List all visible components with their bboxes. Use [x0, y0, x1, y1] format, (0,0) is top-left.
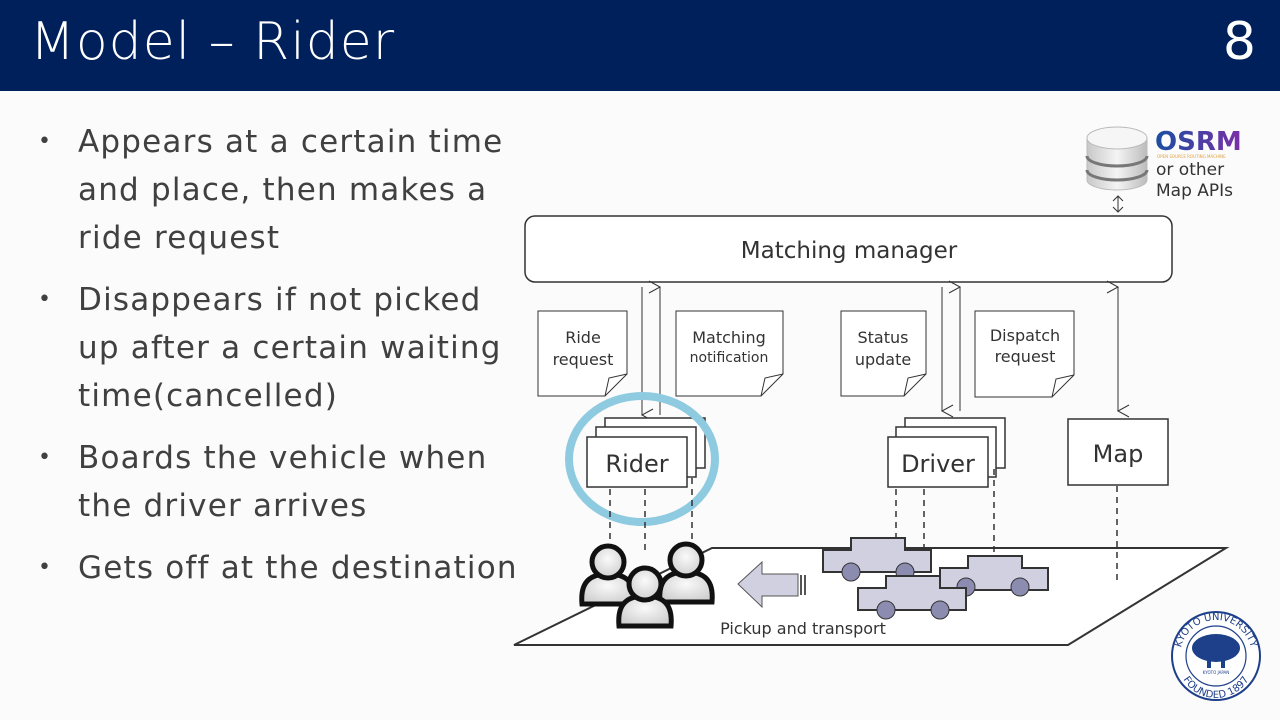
matching-notification-document: Matching notification	[675, 310, 784, 397]
rider-label: Rider	[605, 450, 668, 478]
doc-label: notification	[690, 350, 769, 366]
database-icon	[1085, 126, 1149, 191]
kyoto-university-seal: KYOTO UNIVERSITY FOUNDED 1897 KYOTO JAPA…	[1171, 611, 1261, 701]
doc-label: Ride	[565, 328, 601, 347]
slide-header: Model – Rider 8	[0, 0, 1280, 91]
double-arrow-icon	[1112, 195, 1124, 213]
map-api-line1: or other	[1156, 160, 1224, 180]
rider-highlight-ring	[565, 392, 719, 526]
osrm-subtitle: OPEN SOURCE ROUTING MACHINE	[1157, 154, 1226, 159]
bullet-item: Appears at a certain time and place, the…	[38, 118, 518, 262]
pickup-arrow-icon	[737, 560, 806, 609]
map-box: Map	[1067, 418, 1169, 486]
rider-box-stack: Rider	[586, 417, 706, 488]
bullet-list: Appears at a certain time and place, the…	[38, 118, 518, 606]
doc-label: Matching	[692, 328, 766, 347]
doc-label: update	[855, 350, 911, 369]
osrm-logo: OSRM	[1155, 127, 1242, 157]
map-label: Map	[1093, 440, 1144, 468]
seal-center-text: KYOTO JAPAN	[1203, 670, 1229, 675]
doc-label: request	[553, 350, 614, 369]
bullet-item: Disappears if not picked up after a cert…	[38, 276, 518, 420]
doc-label: request	[995, 347, 1056, 366]
pickup-transport-label: Pickup and transport	[720, 619, 886, 638]
map-api-line2: Map APIs	[1156, 181, 1233, 201]
slide-number: 8	[1222, 12, 1256, 72]
slide-title: Model – Rider	[30, 12, 396, 72]
dispatch-request-document: Dispatch request	[974, 310, 1075, 398]
driver-label: Driver	[901, 450, 975, 478]
doc-label: Dispatch	[990, 326, 1060, 345]
riders-people-icon	[579, 541, 715, 629]
driver-box-stack: Driver	[887, 417, 1006, 488]
status-update-document: Status update	[840, 310, 927, 397]
car-icon	[857, 575, 967, 620]
bullet-item: Boards the vehicle when the driver arriv…	[38, 434, 518, 530]
matching-manager-label: Matching manager	[741, 238, 958, 264]
dashed-connectors	[609, 469, 1118, 580]
bullet-item: Gets off at the destination	[38, 544, 518, 592]
ride-request-document: Ride request	[537, 310, 628, 397]
doc-label: Status	[858, 328, 909, 347]
matching-manager-box: Matching manager	[524, 215, 1173, 283]
